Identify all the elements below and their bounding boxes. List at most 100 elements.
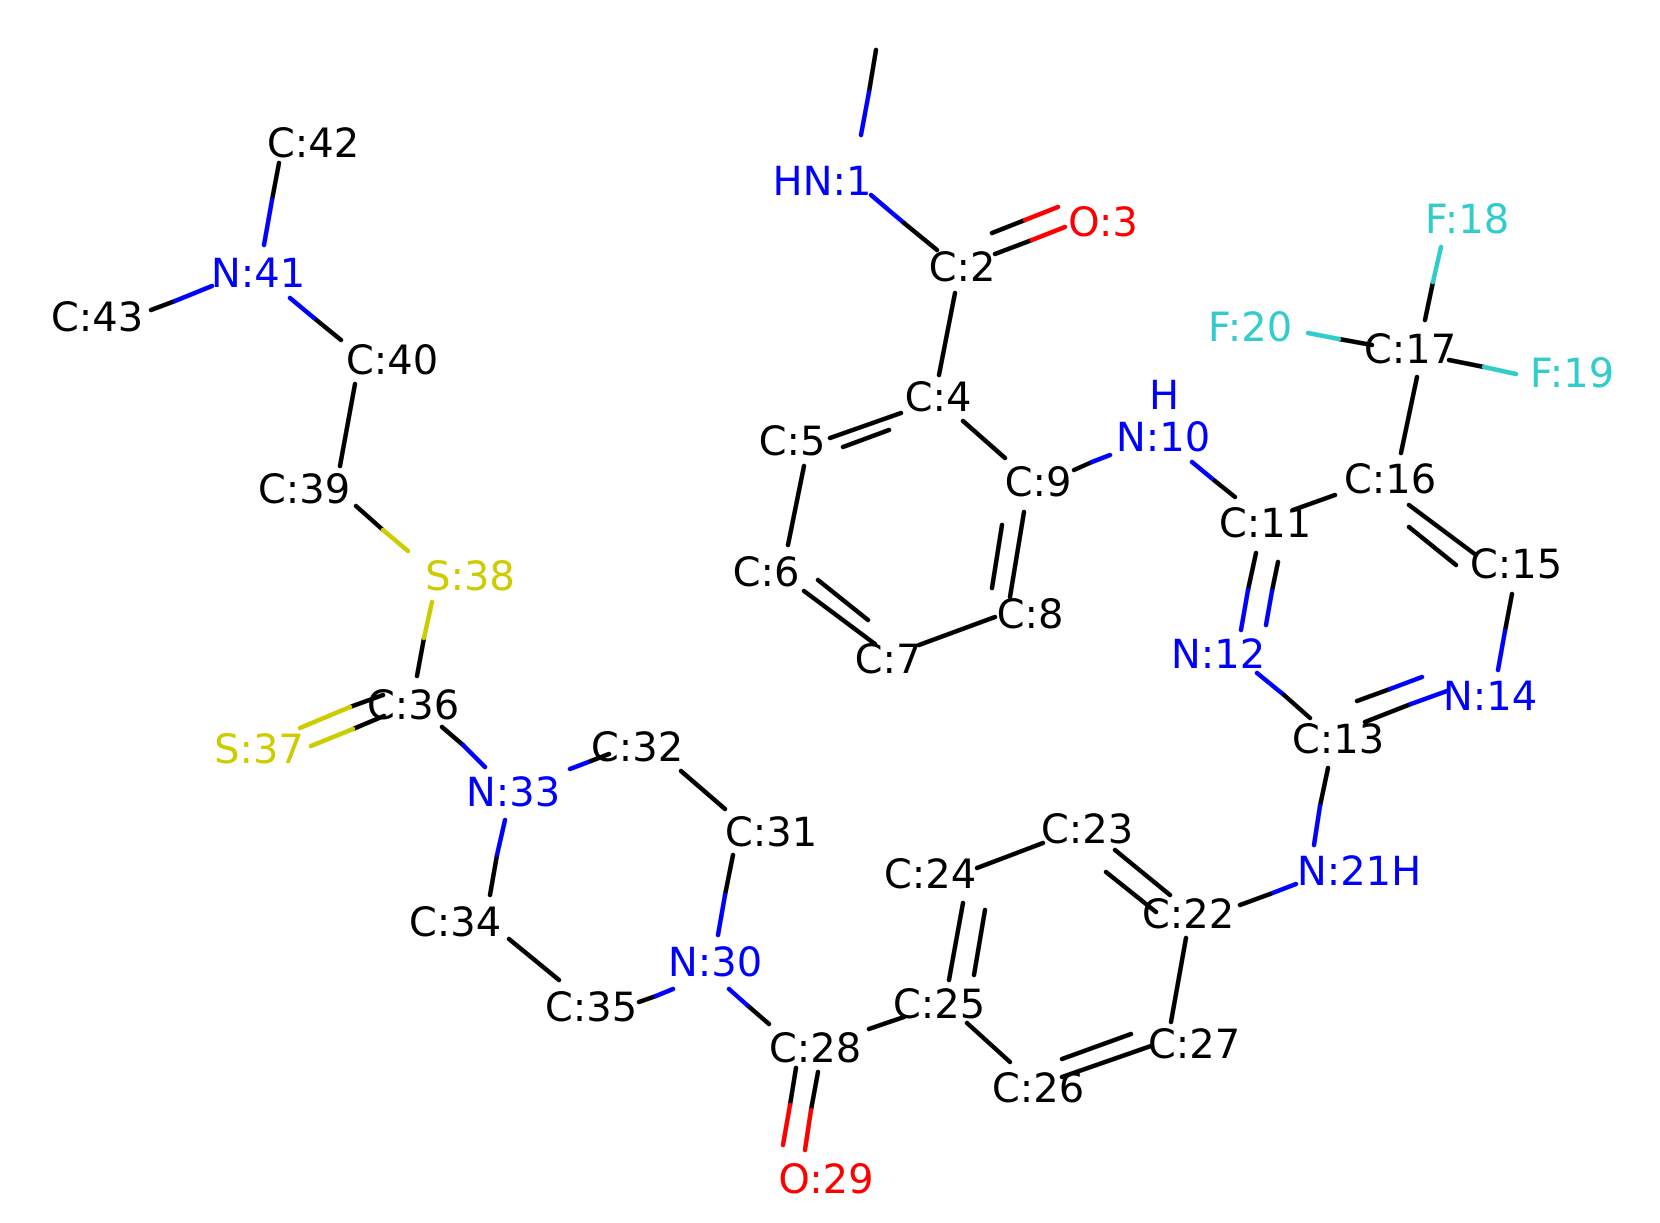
- atom-label-c11: C:11: [1219, 501, 1311, 547]
- bond-segment: [172, 283, 215, 304]
- bond-segment: [1408, 688, 1450, 707]
- atom-label-c31: C:31: [725, 810, 817, 856]
- bond-segment: [148, 298, 178, 313]
- atom-label-s38: S:38: [425, 554, 515, 600]
- bond-segment: [269, 160, 282, 203]
- bond-segment: [494, 817, 508, 858]
- bond-segment: [1245, 550, 1259, 593]
- atom-label-c5: C:5: [759, 419, 826, 465]
- bond-segment: [989, 217, 1028, 236]
- atom-label-c42: C:42: [267, 121, 359, 167]
- bond-segment: [974, 840, 1046, 871]
- bond-segment: [815, 577, 871, 623]
- bond-segment: [1089, 452, 1113, 465]
- bond-segment: [678, 768, 728, 812]
- bond-segment: [506, 936, 562, 983]
- bond-segment: [1406, 524, 1459, 568]
- atom-label-c36: C:36: [367, 683, 459, 729]
- bond-segment: [916, 614, 998, 648]
- atom-label-n12: N:12: [1171, 632, 1265, 678]
- bond-segment: [1430, 244, 1444, 285]
- atom-label-c4: C:4: [905, 375, 972, 421]
- bond-segment: [858, 89, 872, 138]
- atom-label-c6: C:6: [733, 550, 800, 596]
- atom-label-c34: C:34: [409, 900, 501, 946]
- bond-segment: [1071, 459, 1095, 473]
- atom-label-n10-h: H: [1149, 373, 1179, 419]
- atom-label-c9: C:9: [1005, 460, 1072, 506]
- atom-label-s37: S:37: [214, 727, 304, 773]
- bond-segment: [287, 295, 317, 321]
- bond-segment: [1305, 330, 1342, 342]
- atom-label-n30: N:30: [668, 940, 762, 986]
- bond-segment: [353, 503, 386, 533]
- bond-segment: [1059, 1031, 1134, 1062]
- bond-segment: [1354, 686, 1393, 704]
- bond-segment: [1387, 674, 1425, 692]
- bond-segment: [1290, 492, 1338, 513]
- bond-segment: [1336, 336, 1375, 348]
- atom-label-c22: C:22: [1142, 892, 1234, 938]
- bond-segment: [785, 463, 807, 548]
- atom-label-c16: C:16: [1344, 457, 1436, 503]
- bond-segment: [1022, 204, 1061, 223]
- bond-segment: [297, 704, 353, 731]
- atom-labels-layer: C:42 N:41 C:43 C:40 C:39 S:38 C:36 S:37 …: [51, 121, 1614, 1203]
- bond-segment: [802, 1107, 814, 1153]
- bond-segment: [350, 713, 387, 732]
- atom-label-c27: C:27: [1148, 1022, 1240, 1068]
- atom-label-n21h: N:21H: [1297, 849, 1421, 895]
- bond-segment: [780, 1102, 793, 1148]
- bonds-layer: [148, 47, 1519, 1153]
- bond-segment: [1269, 559, 1281, 594]
- atom-label-f20: F:20: [1208, 305, 1292, 351]
- bond-segment: [964, 1020, 1013, 1065]
- atom-label-c28: C:28: [769, 1026, 861, 1072]
- bond-segment: [1446, 357, 1487, 370]
- atom-label-c25: C:25: [893, 982, 985, 1028]
- bond-segment: [414, 635, 427, 679]
- bond-segment: [588, 751, 612, 764]
- atom-label-c13: C:13: [1292, 717, 1384, 763]
- bond-segment: [1495, 628, 1508, 673]
- atom-label-n33: N:33: [466, 770, 560, 816]
- bond-segment: [1238, 587, 1251, 633]
- bond-segment: [801, 588, 878, 647]
- atom-label-c7: C:7: [855, 637, 922, 683]
- atom-label-c39: C:39: [258, 467, 350, 513]
- atom-label-hn1: HN:1: [773, 159, 872, 205]
- bond-segment: [487, 852, 500, 898]
- bond-segment: [960, 418, 1008, 461]
- atom-label-f19: F:19: [1530, 351, 1614, 397]
- bond-segment: [1398, 374, 1420, 456]
- bond-segment: [1281, 692, 1313, 721]
- atom-label-c26: C:26: [992, 1066, 1084, 1112]
- bond-segment: [866, 47, 879, 95]
- bond-segment: [1317, 765, 1331, 809]
- bond-segment: [308, 726, 356, 749]
- bond-segment: [1263, 588, 1275, 628]
- bond-segment: [744, 1002, 772, 1027]
- bond-segment: [261, 197, 275, 248]
- bond-segment: [989, 522, 1005, 591]
- bond-segment: [1422, 279, 1436, 323]
- bond-segment: [1029, 224, 1068, 243]
- atom-label-f18: F:18: [1425, 197, 1509, 243]
- bond-segment: [460, 742, 488, 770]
- atom-label-c2: C:2: [929, 245, 996, 291]
- atom-label-c40: C:40: [346, 338, 438, 384]
- bond-segment: [347, 692, 386, 710]
- bond-segment: [715, 892, 728, 938]
- bond-segment: [1502, 591, 1515, 634]
- bond-segment: [1481, 364, 1519, 377]
- atom-label-n10: N:10: [1116, 415, 1210, 461]
- bond-segment: [1059, 1043, 1154, 1080]
- bond-segment: [1212, 478, 1238, 500]
- bond-segment: [722, 852, 736, 898]
- bond-segment: [311, 315, 344, 343]
- bond-segment: [808, 1069, 821, 1113]
- bond-segment: [946, 900, 966, 983]
- bond-segment: [1103, 869, 1159, 915]
- bond-segment: [421, 599, 435, 641]
